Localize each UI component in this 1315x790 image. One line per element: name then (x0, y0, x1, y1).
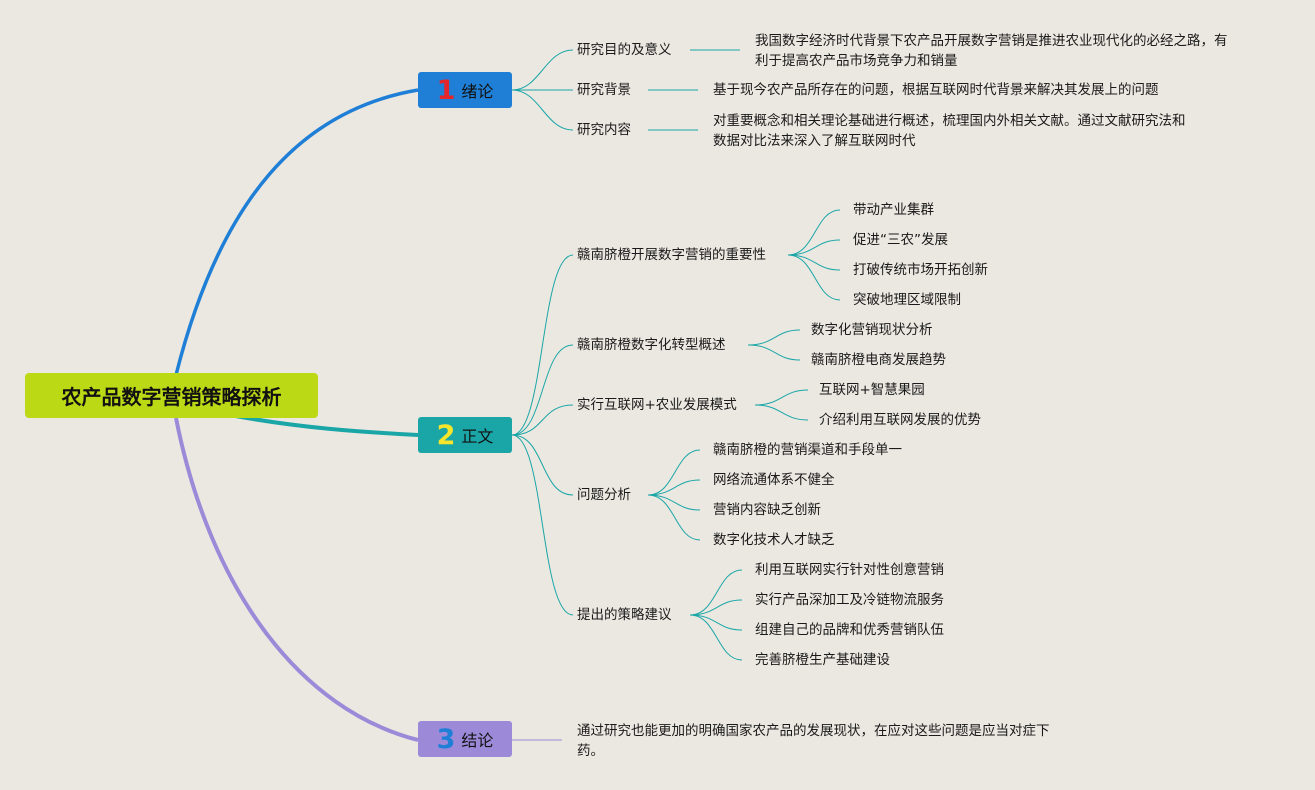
intro-connector-3 (511, 89, 574, 131)
intro-detail-background-line-1: 基于现今农产品所存在的问题，根据互联网时代背景来解决其发展上的问题 (713, 82, 1159, 98)
body-connector-1 (511, 254, 574, 436)
intro-detail-purpose-line-2: 利于提高农产品市场竞争力和销量 (755, 53, 958, 69)
s1-child-connector-2 (787, 239, 841, 256)
body-section-strategies[interactable]: 提出的策略建议 (577, 607, 672, 623)
s3-child-connector-1 (754, 389, 809, 406)
topic-node-body[interactable]: 2 正文 (418, 417, 512, 453)
topic-node-conclusion[interactable]: 3 结论 (418, 721, 512, 757)
s3-child-connector-2 (754, 404, 809, 421)
topic-number-2: 2 (436, 419, 456, 451)
importance-child-2[interactable]: 促进“三农”发展 (853, 232, 948, 248)
body-section-transformation[interactable]: 赣南脐橙数字化转型概述 (577, 337, 726, 353)
topic-number-1: 1 (436, 74, 456, 106)
problems-child-4[interactable]: 数字化技术人才缺乏 (713, 532, 835, 548)
intro-detail-content[interactable]: 对重要概念和相关理论基础进行概述，梳理国内外相关文献。通过文献研究法和 数据对比… (713, 111, 1186, 151)
s5-child-connector-2 (689, 599, 743, 616)
topic-label-body: 正文 (461, 427, 494, 446)
root-title: 农产品数字营销策略探析 (61, 385, 282, 409)
conclusion-detail-line-1: 通过研究也能更加的明确国家农产品的发展现状，在应对这些问题是应当对症下 (577, 723, 1050, 739)
s1-child-connector-4 (787, 254, 841, 301)
transformation-child-2[interactable]: 赣南脐橙电商发展趋势 (811, 352, 946, 368)
topic-number-3: 3 (436, 723, 456, 755)
branch-line-intro (174, 88, 419, 376)
internet-agriculture-child-2[interactable]: 介绍利用互联网发展的优势 (819, 412, 981, 428)
s4-child-connector-4 (647, 494, 701, 541)
strategies-child-3[interactable]: 组建自己的品牌和优秀营销队伍 (755, 622, 944, 638)
s2-child-connector-2 (747, 344, 801, 361)
intro-item-purpose[interactable]: 研究目的及意义 (577, 42, 672, 58)
s4-child-connector-2 (647, 479, 701, 496)
topic-label-intro: 绪论 (461, 82, 494, 101)
intro-connector-1 (511, 49, 574, 91)
intro-detail-purpose[interactable]: 我国数字经济时代背景下农产品开展数字营销是推进农业现代化的必经之路，有 利于提高… (755, 31, 1228, 71)
body-connector-5 (511, 434, 574, 616)
s4-child-connector-1 (647, 449, 701, 496)
topic-node-intro[interactable]: 1 绪论 (418, 72, 512, 108)
body-section-importance[interactable]: 赣南脐橙开展数字营销的重要性 (577, 247, 766, 263)
problems-child-1[interactable]: 赣南脐橙的营销渠道和手段单一 (713, 442, 902, 458)
importance-child-1[interactable]: 带动产业集群 (853, 202, 934, 218)
importance-child-4[interactable]: 突破地理区域限制 (853, 292, 961, 308)
branch-line-conclusion (174, 417, 419, 742)
body-connector-3 (511, 404, 574, 436)
s4-child-connector-3 (647, 494, 701, 511)
s1-child-connector-3 (787, 254, 841, 271)
s5-child-connector-4 (689, 614, 743, 661)
s2-child-connector-1 (747, 329, 801, 346)
intro-detail-content-line-1: 对重要概念和相关理论基础进行概述，梳理国内外相关文献。通过文献研究法和 (713, 113, 1186, 129)
root-node[interactable]: 农产品数字营销策略探析 (25, 373, 318, 418)
transformation-child-1[interactable]: 数字化营销现状分析 (811, 322, 933, 338)
body-section-problems[interactable]: 问题分析 (577, 487, 631, 503)
body-connector-2 (511, 344, 574, 436)
s1-child-connector-1 (787, 209, 841, 256)
conclusion-detail-line-2: 药。 (577, 743, 604, 759)
intro-item-background[interactable]: 研究背景 (577, 82, 631, 98)
branch-line-body (229, 413, 419, 437)
body-connector-4 (511, 434, 574, 496)
problems-child-2[interactable]: 网络流通体系不健全 (713, 472, 835, 488)
intro-detail-purpose-line-1: 我国数字经济时代背景下农产品开展数字营销是推进农业现代化的必经之路，有 (755, 33, 1228, 49)
strategies-child-2[interactable]: 实行产品深加工及冷链物流服务 (755, 592, 944, 608)
body-section-internet-agriculture[interactable]: 实行互联网+农业发展模式 (577, 397, 737, 413)
problems-child-3[interactable]: 营销内容缺乏创新 (713, 502, 821, 518)
topic-label-conclusion: 结论 (461, 731, 494, 750)
s5-child-connector-3 (689, 614, 743, 631)
intro-detail-content-line-2: 数据对比法来深入了解互联网时代 (713, 133, 916, 149)
internet-agriculture-child-1[interactable]: 互联网+智慧果园 (819, 382, 925, 398)
intro-item-content[interactable]: 研究内容 (577, 122, 631, 138)
s5-child-connector-1 (689, 569, 743, 616)
strategies-child-1[interactable]: 利用互联网实行针对性创意营销 (755, 562, 944, 578)
strategies-child-4[interactable]: 完善脐橙生产基础建设 (755, 652, 890, 668)
conclusion-detail[interactable]: 通过研究也能更加的明确国家农产品的发展现状，在应对这些问题是应当对症下 药。 (577, 721, 1050, 761)
intro-detail-background[interactable]: 基于现今农产品所存在的问题，根据互联网时代背景来解决其发展上的问题 (713, 80, 1159, 100)
importance-child-3[interactable]: 打破传统市场开拓创新 (853, 262, 988, 278)
